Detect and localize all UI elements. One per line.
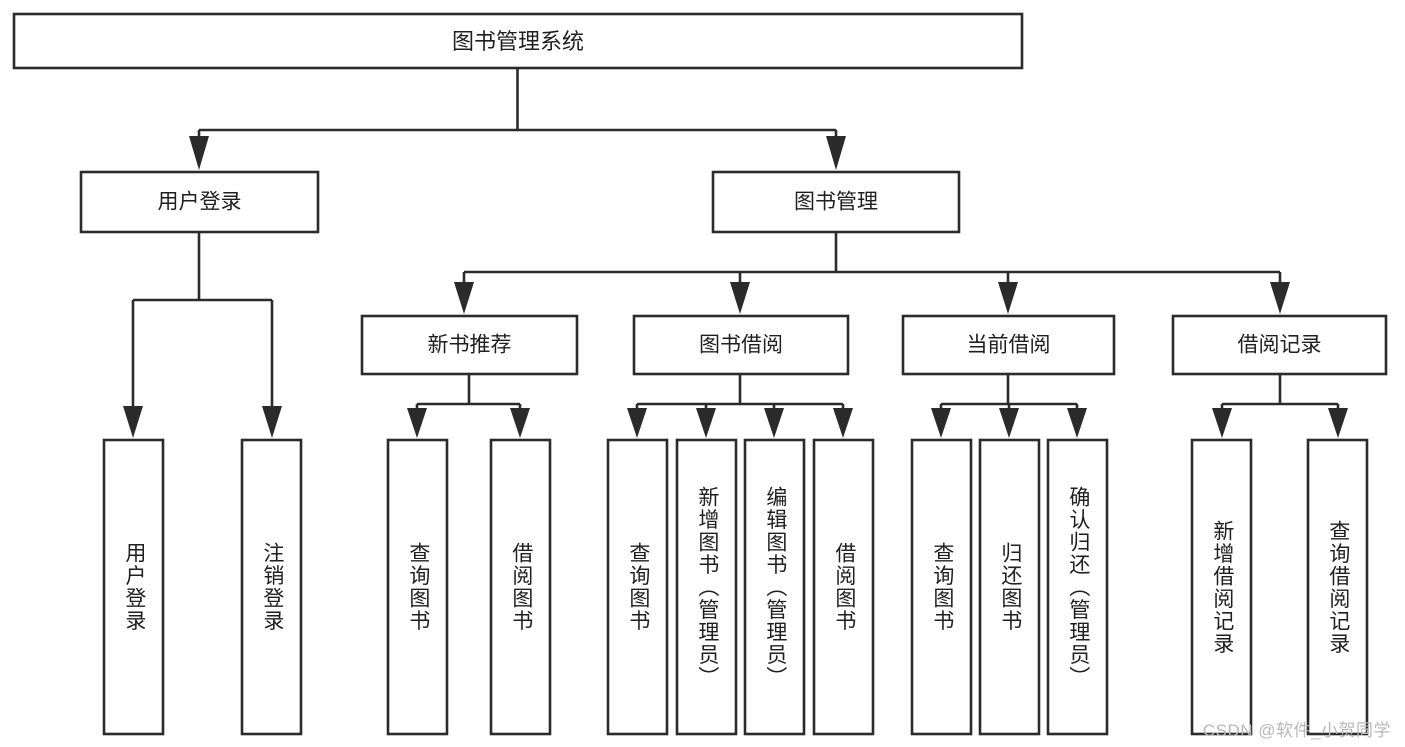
node-root-box[interactable] (12, 12, 1024, 70)
arrow-head-leaf-3 (510, 408, 530, 438)
arrow-head-new-book (454, 282, 474, 314)
node-book-borrow-box[interactable] (632, 314, 850, 376)
arrow-head-leaf-12 (1328, 408, 1348, 438)
leaf-box-10[interactable] (1046, 438, 1109, 736)
node-book-manage-label: 图书管理 (794, 191, 878, 214)
node-current-borrow-box[interactable] (901, 314, 1116, 376)
arrow-head-user-login (189, 136, 209, 170)
node-book-borrow-label: 图书借阅 (699, 334, 783, 357)
arrow-head-leaf-6 (764, 408, 784, 438)
connector-layer (123, 69, 1348, 438)
leaf-box-7[interactable] (812, 438, 875, 736)
leaf-box-2[interactable] (386, 438, 449, 736)
leaf-box-4[interactable] (606, 438, 669, 736)
node-book-manage[interactable]: 图书管理 (711, 170, 961, 234)
arrow-head-leaf-11 (1212, 408, 1232, 438)
leaf-box-8[interactable] (910, 438, 973, 736)
node-user-login[interactable]: 用户登录 (79, 170, 320, 234)
leaf-box-0[interactable] (102, 438, 165, 736)
arrow-head-borrow-book (730, 282, 750, 314)
arrow-head-borrow-record (1270, 282, 1290, 314)
arrow-head-leaf-9 (999, 408, 1019, 438)
leaf-box-1[interactable] (240, 438, 303, 736)
node-new-book-recommend-label: 新书推荐 (428, 334, 512, 357)
arrow-head-leaf-0 (123, 406, 143, 438)
node-new-book-recommend-box[interactable] (360, 314, 579, 376)
leaf-box-9[interactable] (978, 438, 1041, 736)
node-current-borrow-label: 当前借阅 (967, 334, 1051, 357)
arrow-head-leaf-5 (696, 408, 716, 438)
arrow-head-current-borrow (998, 282, 1018, 314)
arrow-head-leaf-4 (627, 408, 647, 438)
leaf-box-3[interactable] (489, 438, 552, 736)
leaf-box-layer (102, 438, 1369, 736)
node-borrow-record-box[interactable] (1171, 314, 1388, 376)
arrow-head-leaf-7 (833, 408, 853, 438)
leaf-box-12[interactable] (1306, 438, 1369, 736)
node-borrow-record[interactable]: 借阅记录 (1171, 314, 1388, 376)
node-user-login-box[interactable] (79, 170, 320, 234)
node-root[interactable]: 图书管理系统 (12, 12, 1024, 70)
node-root-label: 图书管理系统 (452, 29, 584, 54)
arrow-head-leaf-8 (931, 408, 951, 438)
node-current-borrow[interactable]: 当前借阅 (901, 314, 1116, 376)
leaf-box-6[interactable] (743, 438, 806, 736)
node-borrow-record-label: 借阅记录 (1238, 334, 1322, 357)
arrow-head-leaf-1 (262, 406, 282, 438)
leaf-box-5[interactable] (675, 438, 738, 736)
node-user-login-label: 用户登录 (158, 191, 242, 214)
csdn-watermark: CSDN @软件_小贺同学 (1202, 721, 1391, 740)
arrow-head-leaf-2 (407, 408, 427, 438)
node-book-manage-box[interactable] (711, 170, 961, 234)
arrow-head-leaf-10 (1067, 408, 1087, 438)
node-new-book-recommend[interactable]: 新书推荐 (360, 314, 579, 376)
node-book-borrow[interactable]: 图书借阅 (632, 314, 850, 376)
leaf-box-11[interactable] (1190, 438, 1253, 736)
arrow-head-book-manage (826, 136, 846, 170)
